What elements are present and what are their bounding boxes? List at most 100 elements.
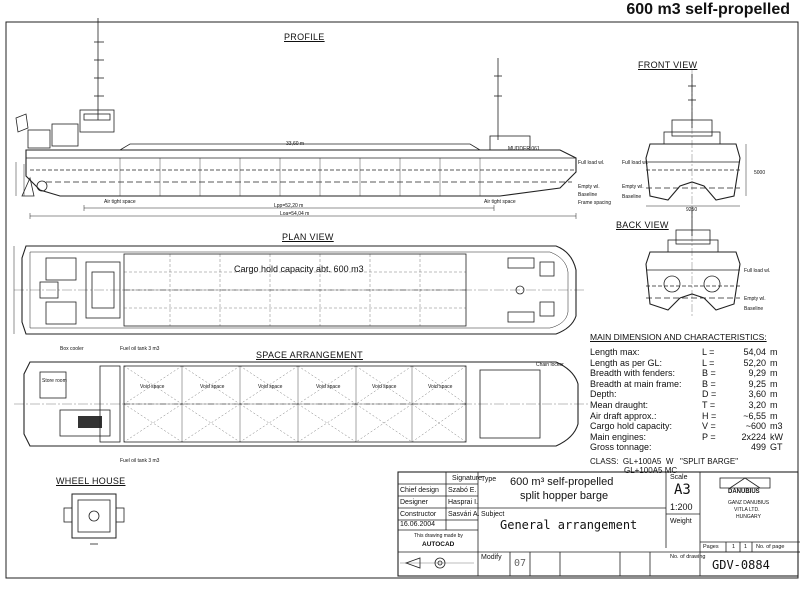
air-tight-front: Air tight space: [104, 199, 136, 205]
characteristic-val: 3,60: [748, 389, 766, 400]
characteristic-val: 52,20: [743, 357, 766, 368]
characteristic-sym: L =: [702, 347, 715, 357]
void-space-2: Void space: [200, 384, 225, 390]
characteristic-name: Main engines:: [590, 431, 647, 442]
characteristic-unit: m: [770, 389, 778, 400]
void-space-5: Void space: [372, 384, 397, 390]
void-space-3: Void space: [258, 384, 283, 390]
baseline-front: Baseline: [622, 194, 642, 200]
baseline-back: Baseline: [744, 306, 764, 312]
space-arrangement: [14, 361, 588, 447]
characteristic-val: 54,04: [743, 347, 766, 357]
chain-locker-label: Chain locker: [536, 362, 564, 368]
characteristic-unit: GT: [770, 442, 783, 453]
tb-company-name-2: VITLA LTD.: [734, 507, 760, 513]
characteristic-sym: B =: [702, 368, 716, 379]
characteristic-unit: m: [770, 347, 778, 357]
tb-pages-value: 1: [732, 544, 736, 550]
tb-chief-design-name: Szabó E.: [448, 487, 477, 494]
space-arrangement-label: SPACE ARRANGEMENT: [256, 350, 363, 360]
empty-wl-back: Empty wl.: [744, 296, 766, 302]
tb-drawing-no-label: No. of drawing: [670, 554, 706, 560]
tb-pages-label: Pages: [703, 544, 719, 550]
characteristic-val: 3,20: [748, 399, 766, 410]
tb-type-label: Type: [481, 476, 497, 483]
characteristic-unit: kW: [770, 431, 783, 442]
characteristic-val: 9,29: [748, 368, 766, 379]
tb-modify-label: Modify: [481, 554, 502, 561]
characteristic-sym: B =: [702, 378, 716, 389]
dim-3360: 33,60 m: [286, 141, 305, 147]
full-load-label: Full load wl.: [578, 160, 605, 166]
characteristic-row: Main engines: P = 2x224 kW: [590, 432, 790, 443]
characteristic-name: Gross tonnage:: [590, 442, 652, 453]
front-view: [645, 70, 747, 212]
characteristic-name: Breadth with fenders:: [590, 368, 676, 379]
frame-spacing-label: Frame spacing: [578, 200, 612, 206]
void-space-4: Void space: [316, 384, 341, 390]
stern-flag: [15, 113, 29, 133]
characteristics-heading: MAIN DIMENSION AND CHARACTERISTICS:: [590, 332, 767, 342]
tb-constructor-name: Sasvári A.: [448, 511, 480, 518]
tb-no-of-page: No. of page: [756, 544, 785, 550]
title-block-grid: [397, 471, 800, 577]
characteristic-name: Breadth at main frame:: [590, 378, 682, 389]
front-view-label: FRONT VIEW: [638, 60, 698, 70]
tb-type-line-1: 600 m³ self-propelled: [510, 476, 614, 488]
characteristic-unit: m3: [770, 421, 783, 432]
characteristic-name: Air draft approx.:: [590, 410, 657, 421]
drawing-title: 600 m3 self-propelled: [626, 1, 790, 18]
characteristic-val: 2x224: [741, 431, 766, 442]
wheel-house-view: [63, 493, 125, 545]
full-load-front: Full load wl.: [622, 160, 649, 166]
store-room-label: Store room: [42, 378, 67, 384]
dim-loa: Loa=54,04 m: [280, 211, 310, 217]
void-space-6: Void space: [428, 384, 453, 390]
characteristic-unit: m: [770, 399, 778, 410]
characteristic-sym: H =: [702, 410, 717, 421]
characteristic-unit: m: [770, 378, 778, 389]
box-cooler-label: Box cooler: [60, 346, 84, 352]
characteristic-val: 9,25: [748, 378, 766, 389]
tb-weight-label: Weight: [670, 518, 692, 525]
characteristic-sym: P =: [702, 431, 716, 442]
class-line-1: CLASS: GL+100A5 W "SPLIT BARGE": [590, 456, 739, 466]
tb-chief-design: Chief design: [400, 487, 439, 494]
empty-wl-front: Empty wl.: [622, 184, 644, 190]
tb-company-logo: DANUBIUS: [728, 489, 760, 495]
characteristic-name: Cargo hold capacity:: [590, 421, 673, 432]
characteristic-sym: V =: [702, 421, 716, 432]
plan-view-label: PLAN VIEW: [282, 232, 334, 242]
characteristic-sym: [702, 442, 732, 453]
plan-view: [13, 245, 584, 335]
characteristic-row: Cargo hold capacity: V = ~600 m3: [590, 421, 790, 432]
characteristic-row: Length max: L = 54,04 m: [590, 347, 790, 358]
baseline-label: Baseline: [578, 192, 598, 198]
air-tight-rear: Air tight space: [484, 199, 516, 205]
tb-designer-name: Hasprai I.: [448, 499, 478, 506]
tb-company-name: GANZ DANUBIUS: [728, 500, 770, 506]
characteristic-name: Length max:: [590, 347, 640, 357]
wheel-house-label: WHEEL HOUSE: [56, 476, 126, 486]
dim-9250: 9250: [686, 207, 698, 213]
characteristic-val: 499: [750, 442, 766, 453]
tb-software: AUTOCAD: [422, 541, 455, 548]
tb-designer: Designer: [400, 499, 429, 506]
dim-5000: 5000: [754, 170, 766, 176]
tb-drawing-no: GDV-0884: [712, 558, 770, 572]
tb-signature-hdr: Signature: [452, 475, 482, 482]
characteristic-unit: m: [770, 357, 778, 368]
fuel-tank-bottom-label: Fuel oil tank 3 m3: [120, 458, 160, 464]
characteristic-val: ~600: [745, 421, 766, 432]
fuel-tank-top-label: Fuel oil tank 3 m3: [120, 346, 160, 352]
void-space-1: Void space: [140, 384, 165, 390]
empty-wl-label: Empty wl.: [578, 184, 600, 190]
characteristic-sym: T =: [702, 399, 716, 410]
tb-date: 16.06.2004: [400, 521, 436, 528]
class-line-2: GL+100A5 MC: [624, 465, 678, 475]
back-view-label: BACK VIEW: [616, 220, 669, 230]
